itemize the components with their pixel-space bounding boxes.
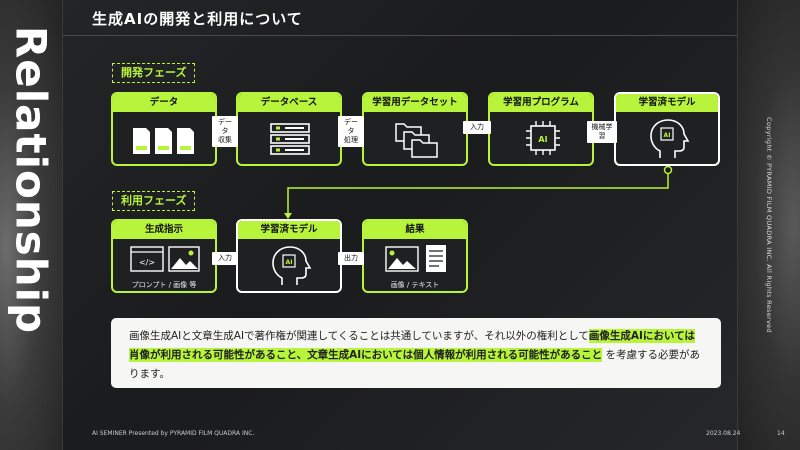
dev-box-trained-model: 学習済モデル AI	[614, 92, 720, 166]
note-box: 画像生成AIと文章生成AIで著作権が関連してくることは共通していますが、それ以外…	[111, 318, 721, 388]
footer-credit: AI SEMINER Presented by PYRAMID FILM QUA…	[92, 430, 255, 437]
tag-line: 入力	[218, 254, 232, 262]
dev-box-title: 学習用プログラム	[490, 94, 592, 112]
tag-line: データ	[344, 118, 358, 135]
tag-line: 出力	[344, 254, 358, 262]
connector-arrowhead	[284, 213, 292, 219]
use-box-title: 生成指示	[113, 221, 215, 239]
usage-phase-label: 利用フェーズ	[112, 191, 196, 211]
tag-line: データ	[218, 118, 232, 135]
use-box-caption: プロンプト / 画像 等	[131, 281, 197, 289]
folders-icon	[395, 123, 438, 158]
image-text-icon	[385, 245, 446, 272]
footer-date: 2023.08.24	[706, 430, 741, 437]
code-image-icon: </>	[130, 246, 200, 272]
use-box-trained-model: 学習済モデル AI	[236, 219, 342, 293]
dev-box-database: データベース	[236, 92, 342, 166]
arrow-tag-ml: 機械学習	[587, 121, 617, 143]
use-box-instruction: 生成指示 </> プロンプト / 画像 等	[111, 219, 217, 293]
ai-head-icon: AI	[272, 246, 312, 285]
ai-chip-icon: AI	[526, 121, 560, 155]
dev-box-dataset: 学習用データセット	[362, 92, 468, 166]
svg-text:AI: AI	[286, 259, 293, 266]
dev-box-title: 学習用データセット	[364, 94, 466, 112]
arrow-tag-input: 入力	[212, 252, 238, 265]
dev-box-data: データ	[111, 92, 217, 166]
page-title: 生成AIの開発と利用について	[92, 10, 303, 28]
server-icon	[270, 123, 310, 155]
development-phase-label: 開発フェーズ	[112, 63, 196, 83]
dev-box-title: 学習済モデル	[616, 94, 718, 112]
arrow-tag-collect: データ 収集	[212, 116, 238, 147]
right-photo-panel	[738, 0, 800, 450]
ai-head-icon: AI	[650, 119, 690, 158]
use-box-title: 学習済モデル	[238, 221, 340, 239]
arrow-tag-input: 入力	[463, 121, 491, 134]
use-box-result: 結果 画像 / テキスト	[362, 219, 468, 293]
arrow-tag-process: データ 処理	[338, 116, 364, 147]
phase-connector-line	[287, 166, 669, 215]
note-text-end: を考慮する必要があります。	[129, 349, 700, 380]
svg-text:AI: AI	[538, 135, 547, 144]
data-cards-icon	[133, 128, 194, 154]
tag-line: 機械学習	[591, 123, 613, 140]
title-bar	[62, 0, 738, 36]
dev-box-title: データ	[113, 94, 215, 112]
connector-dot	[663, 165, 673, 175]
svg-text:AI: AI	[664, 132, 671, 139]
page-number: 14	[777, 430, 785, 437]
dev-box-program: 学習用プログラム AI	[488, 92, 594, 166]
tag-line: 処理	[344, 136, 358, 144]
tag-line: 入力	[470, 123, 484, 131]
dev-box-title: データベース	[238, 94, 340, 112]
note-highlight-text: 文章生成AIにおいては個人情報が利用される可能性があること	[307, 348, 603, 362]
svg-text:</>: </>	[139, 258, 155, 267]
note-text: 画像生成AIと文章生成AIで著作権が関連してくることは共通していますが、それ以外…	[129, 330, 589, 342]
use-box-title: 結果	[364, 221, 466, 239]
use-box-caption: 画像 / テキスト	[390, 281, 440, 289]
arrow-tag-output: 出力	[338, 252, 364, 265]
left-photo-panel	[0, 0, 62, 450]
content-frame	[62, 0, 738, 450]
tag-line: 収集	[218, 136, 232, 144]
